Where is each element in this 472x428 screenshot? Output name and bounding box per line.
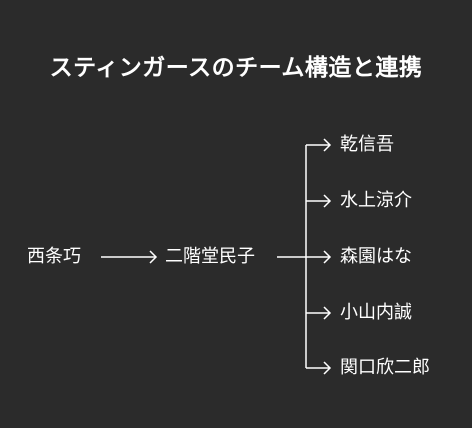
edge-to-member-4	[306, 306, 332, 320]
edge-to-member-1	[306, 138, 332, 152]
diagram-title: スティンガースのチーム構造と連携	[49, 55, 423, 81]
edge-to-member-5	[306, 361, 332, 375]
edge-to-member-3	[306, 250, 332, 264]
edge-leader-trunk	[277, 145, 307, 368]
node-member-3: 森園はな	[340, 246, 412, 267]
edge-root-to-leader	[101, 250, 158, 264]
node-member-4: 小山内誠	[340, 302, 412, 323]
node-member-2: 水上涼介	[340, 190, 412, 211]
node-member-5: 関口欣二郎	[340, 357, 430, 378]
edge-to-member-2	[306, 194, 332, 208]
node-leader: 二階堂民子	[165, 246, 255, 267]
node-member-1: 乾信吾	[340, 134, 394, 155]
node-root: 西条巧	[27, 246, 81, 267]
